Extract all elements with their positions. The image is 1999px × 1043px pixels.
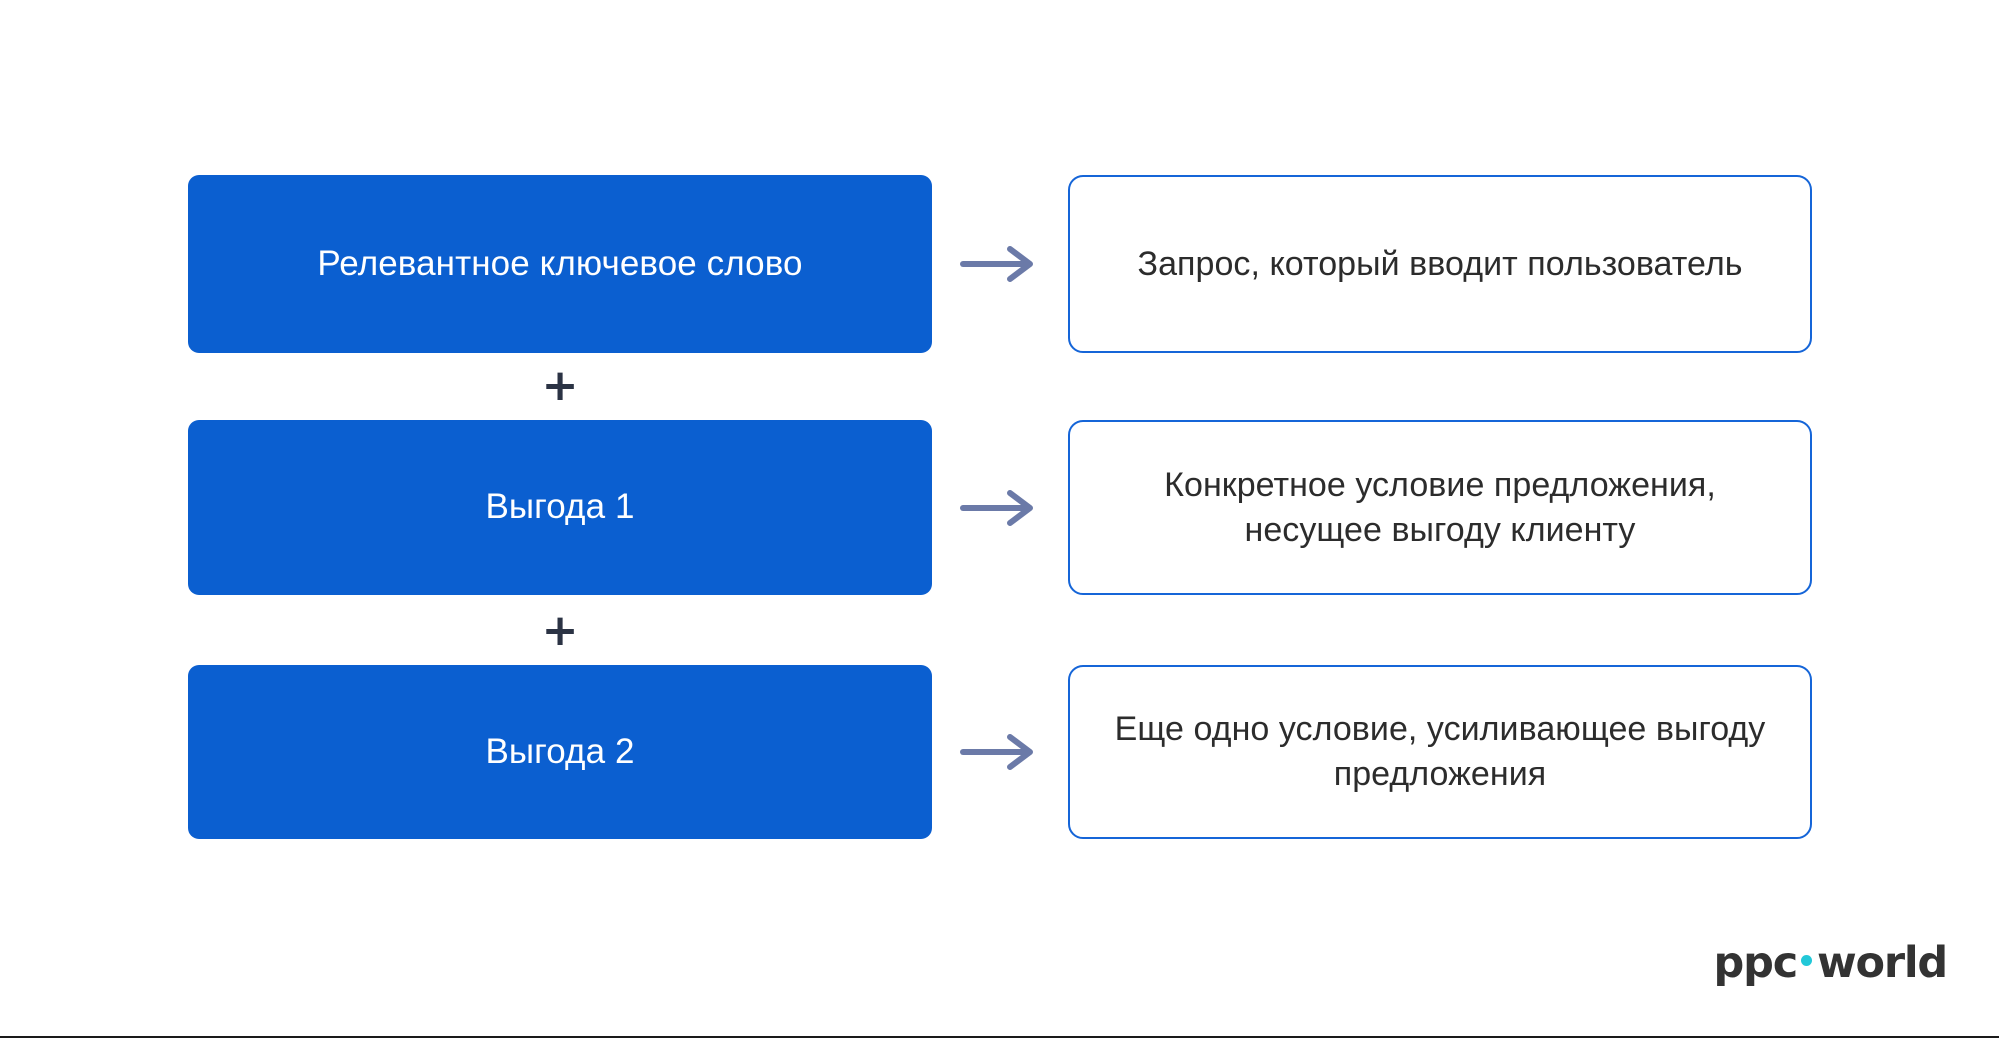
benefit-1-description-label: Конкретное условие предложения, несущее … <box>1164 465 1716 549</box>
benefit-2-description-label: Еще одно условие, усиливающее выгоду пре… <box>1114 710 1766 793</box>
benefit-2-block: Выгода 2 <box>188 665 932 839</box>
keyword-block-label: Релевантное ключевое слово <box>317 243 803 283</box>
logo-dot-icon <box>1801 955 1812 966</box>
logo-text-world: world <box>1817 938 1948 988</box>
benefit-1-block-label: Выгода 1 <box>485 487 635 527</box>
diagram-row: Выгода 2 Еще одно условие, усиливающее в… <box>188 665 1812 839</box>
arrow-right-icon <box>932 420 1068 595</box>
arrow-right-icon <box>932 175 1068 353</box>
benefit-2-description-block: Еще одно условие, усиливающее выгоду пре… <box>1068 665 1812 839</box>
diagram-row: Выгода 1 Конкретное условие предложения,… <box>188 420 1812 595</box>
keyword-block: Релевантное ключевое слово <box>188 175 932 353</box>
arrow-right-icon <box>932 665 1068 839</box>
benefit-1-description-block: Конкретное условие предложения, несущее … <box>1068 420 1812 595</box>
query-block: Запрос, который вводит пользователь <box>1068 175 1812 353</box>
plus-separator-2: + <box>541 605 579 656</box>
bottom-divider <box>0 1036 1999 1038</box>
diagram-row: Релевантное ключевое слово Запрос, котор… <box>188 175 1812 353</box>
query-block-label: Запрос, который вводит пользователь <box>1137 244 1743 283</box>
benefit-2-block-label: Выгода 2 <box>485 731 635 771</box>
ppc-world-logo: ppc world <box>1713 938 1949 988</box>
logo-text-ppc: ppc <box>1713 938 1799 988</box>
plus-separator-1: + <box>541 360 579 411</box>
benefit-1-block: Выгода 1 <box>188 420 932 595</box>
